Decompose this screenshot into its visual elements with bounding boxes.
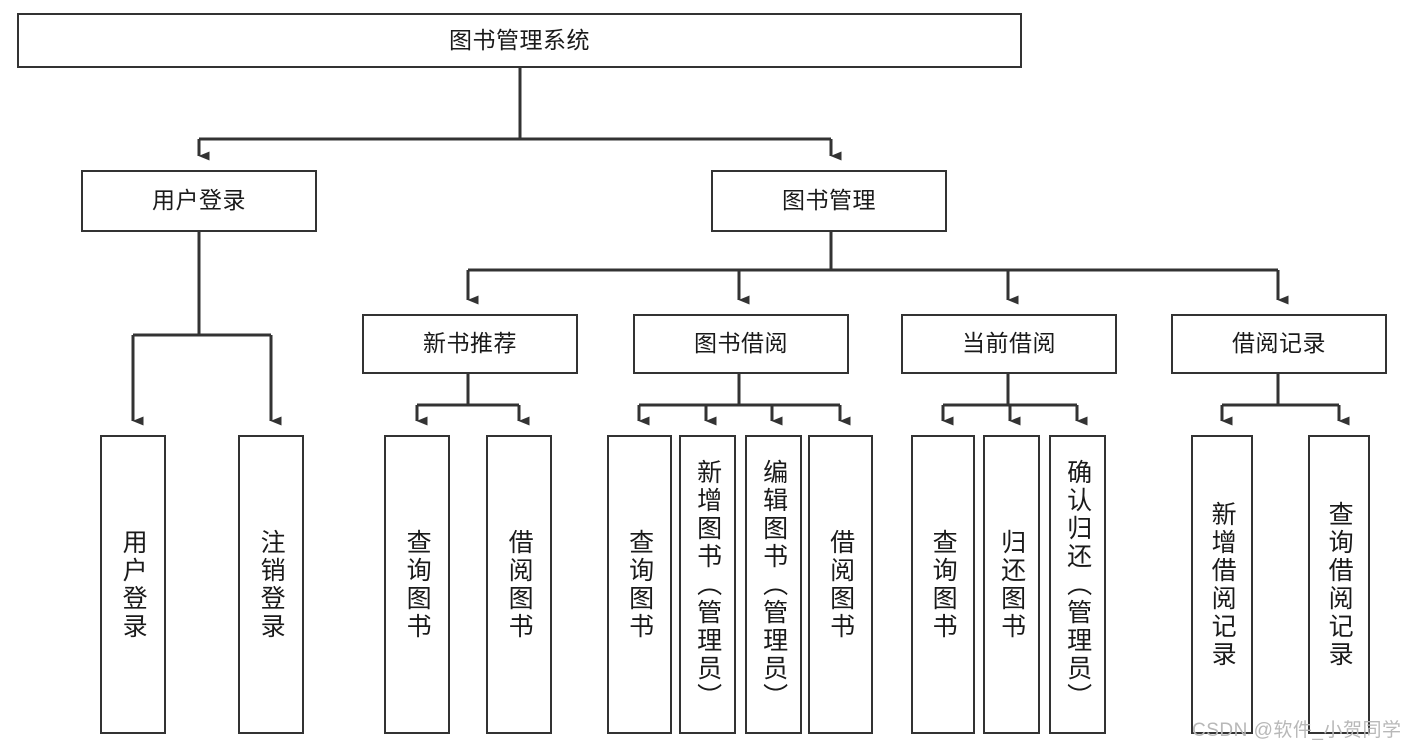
node-new-book-recommend[interactable]: 新书推荐 [362,314,578,374]
node-borrow-record[interactable]: 借阅记录 [1171,314,1387,374]
node-label-new-book-recommend: 新书推荐 [423,330,517,357]
node-leaf-return-book[interactable]: 归还图书 [983,435,1040,734]
node-current-borrow[interactable]: 当前借阅 [901,314,1117,374]
node-label-book-borrow: 图书借阅 [694,330,788,357]
node-root-book-management-system[interactable]: 图书管理系统 [17,13,1022,68]
node-label-leaf-query-borrow-record: 查询借阅记录 [1325,500,1354,669]
node-label-leaf-logout-login: 注销登录 [257,528,286,641]
node-book-borrow[interactable]: 图书借阅 [633,314,849,374]
node-book-management[interactable]: 图书管理 [711,170,947,232]
node-label-leaf-return-book: 归还图书 [997,528,1026,641]
node-label-root: 图书管理系统 [449,26,590,53]
node-label-leaf-add-borrow-record: 新增借阅记录 [1208,500,1237,669]
node-leaf-borrow-book-2[interactable]: 借阅图书 [808,435,873,734]
node-label-book-management: 图书管理 [782,187,876,214]
node-label-user-login: 用户登录 [152,187,246,214]
node-leaf-query-book-1[interactable]: 查询图书 [384,435,450,734]
csdn-watermark: CSDN @软件_小贺同学 [1192,720,1402,741]
node-leaf-add-borrow-record[interactable]: 新增借阅记录 [1191,435,1253,734]
node-leaf-logout-login[interactable]: 注销登录 [238,435,304,734]
node-leaf-add-book-admin[interactable]: 新增图书（管理员） [679,435,736,734]
node-label-leaf-edit-book-admin: 编辑图书（管理员） [759,458,788,711]
node-user-login[interactable]: 用户登录 [81,170,317,232]
node-label-current-borrow: 当前借阅 [962,330,1056,357]
node-label-leaf-add-book-admin: 新增图书（管理员） [693,458,722,711]
node-leaf-confirm-return-admin[interactable]: 确认归还（管理员） [1049,435,1106,734]
node-label-leaf-query-book-2: 查询图书 [625,528,654,641]
node-label-leaf-borrow-book-1: 借阅图书 [505,528,534,641]
node-label-leaf-query-book-3: 查询图书 [929,528,958,641]
node-label-leaf-query-book-1: 查询图书 [403,528,432,641]
node-leaf-user-login[interactable]: 用户登录 [100,435,166,734]
node-leaf-borrow-book-1[interactable]: 借阅图书 [486,435,552,734]
node-leaf-query-book-3[interactable]: 查询图书 [911,435,975,734]
node-label-borrow-record: 借阅记录 [1232,330,1326,357]
node-label-leaf-user-login: 用户登录 [119,528,148,641]
node-leaf-edit-book-admin[interactable]: 编辑图书（管理员） [745,435,802,734]
node-label-leaf-confirm-return-admin: 确认归还（管理员） [1063,458,1092,711]
node-label-leaf-borrow-book-2: 借阅图书 [826,528,855,641]
node-leaf-query-borrow-record[interactable]: 查询借阅记录 [1308,435,1370,734]
node-leaf-query-book-2[interactable]: 查询图书 [607,435,672,734]
